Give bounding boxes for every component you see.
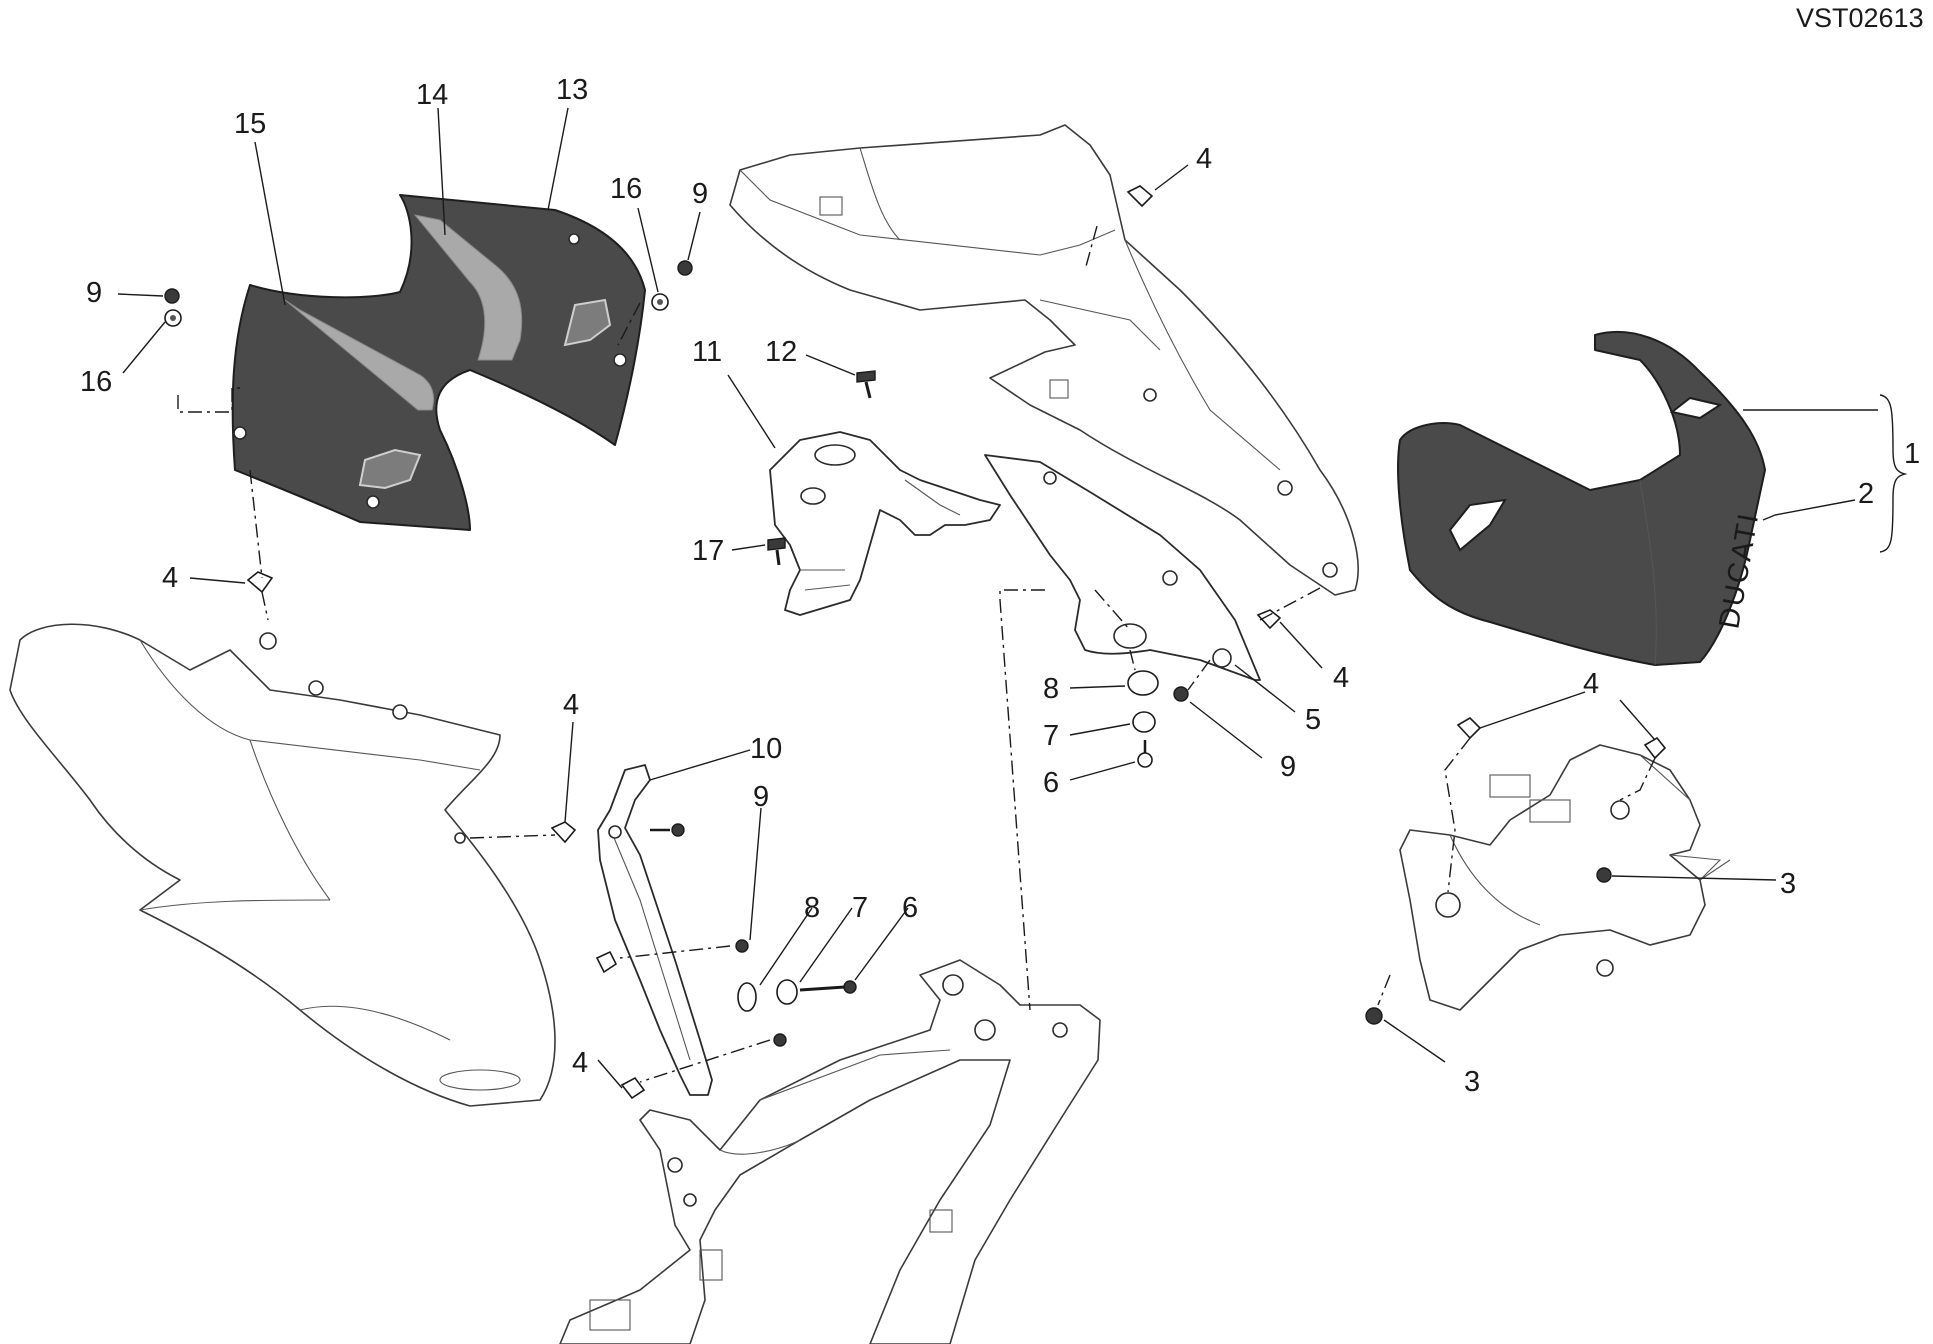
headlight-support bbox=[1399, 744, 1731, 1011]
headlight-fairing: DUCATI bbox=[1397, 331, 1766, 666]
callout-11: 11 bbox=[692, 336, 722, 368]
callout-1: 1 bbox=[1904, 438, 1920, 470]
inner-seal-panel bbox=[984, 454, 1261, 681]
front-subframe bbox=[559, 959, 1101, 1344]
callout-16: 16 bbox=[610, 173, 642, 205]
callout-9: 9 bbox=[86, 277, 102, 309]
callout-15: 15 bbox=[234, 108, 266, 140]
leader-lines bbox=[117, 107, 1908, 1089]
callout-6: 6 bbox=[902, 892, 918, 924]
callout-9: 9 bbox=[1280, 751, 1296, 783]
callout-7: 7 bbox=[852, 892, 868, 924]
callout-9: 9 bbox=[753, 781, 769, 813]
callout-3: 3 bbox=[1780, 868, 1796, 900]
callout-4: 4 bbox=[1196, 143, 1212, 175]
callout-16: 16 bbox=[80, 366, 112, 398]
callout-4: 4 bbox=[162, 562, 178, 594]
callout-6: 6 bbox=[1043, 767, 1059, 799]
callout-4: 4 bbox=[1583, 668, 1599, 700]
callout-8: 8 bbox=[804, 892, 820, 924]
callout-17: 17 bbox=[692, 535, 724, 567]
callout-3: 3 bbox=[1464, 1066, 1480, 1098]
callout-2: 2 bbox=[1858, 478, 1874, 510]
fasteners bbox=[164, 185, 1667, 1100]
callout-13: 13 bbox=[556, 74, 588, 106]
callout-4: 4 bbox=[572, 1047, 588, 1079]
instrument-support-bracket bbox=[769, 431, 1001, 616]
callout-4: 4 bbox=[563, 689, 579, 721]
callout-labels: VST02613 15 14 13 16 9 9 16 4 4 11 12 17… bbox=[80, 3, 1924, 1098]
upper-front-fairing bbox=[729, 124, 1359, 596]
callout-10: 10 bbox=[750, 733, 782, 765]
callout-9: 9 bbox=[692, 178, 708, 210]
callout-12: 12 bbox=[765, 336, 797, 368]
drawing-id: VST02613 bbox=[1796, 3, 1924, 33]
callout-5: 5 bbox=[1305, 704, 1321, 736]
side-stay bbox=[597, 764, 713, 1096]
assembly-lines bbox=[177, 225, 1656, 1083]
callout-14: 14 bbox=[416, 79, 448, 111]
callout-8: 8 bbox=[1043, 673, 1059, 705]
left-side-fairing bbox=[9, 623, 556, 1107]
tank-cover-panel bbox=[231, 194, 646, 531]
callout-4: 4 bbox=[1333, 662, 1349, 694]
callout-7: 7 bbox=[1043, 720, 1059, 752]
